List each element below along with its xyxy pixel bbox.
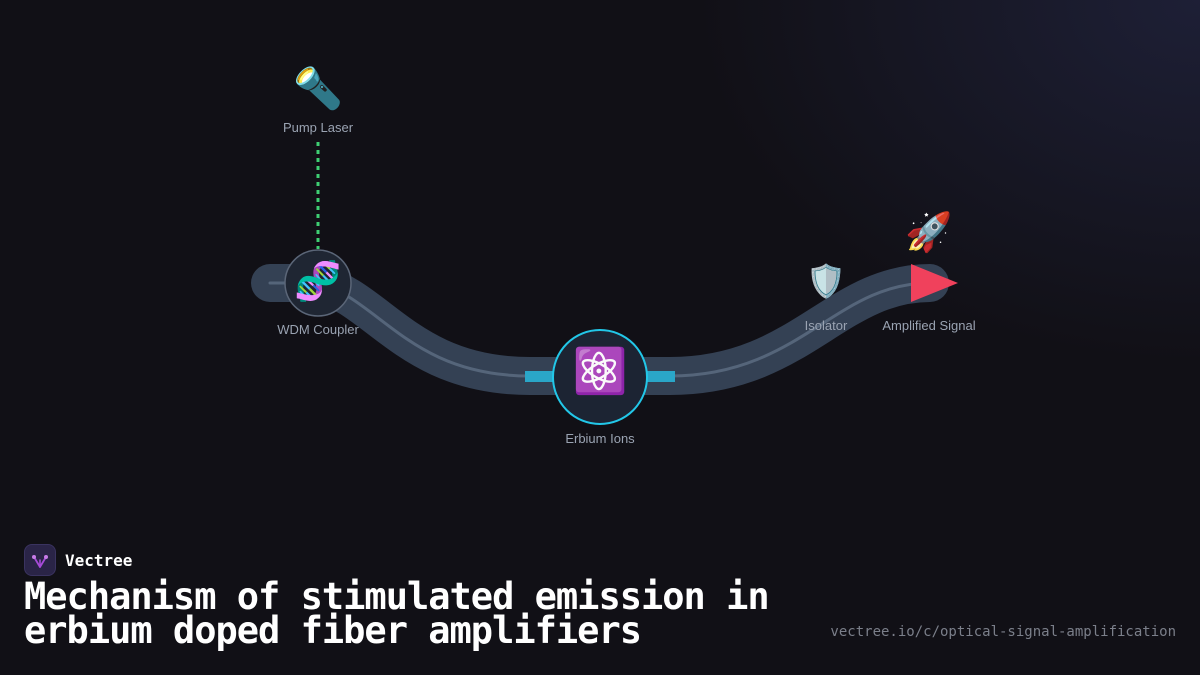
shield-icon: 🛡️	[806, 262, 846, 300]
signal-arrow-icon	[911, 264, 958, 302]
erbium-ions-label: Erbium Ions	[565, 431, 635, 446]
wdm-coupler-label: WDM Coupler	[277, 322, 359, 337]
atom-icon: ⚛️	[572, 346, 628, 397]
brand: Vectree	[24, 544, 132, 576]
vectree-logo-icon	[24, 544, 56, 576]
dna-icon: 🧬	[294, 259, 342, 303]
erbium-ions-node	[552, 329, 648, 425]
amplified-signal-label: Amplified Signal	[882, 318, 976, 333]
source-url: vectree.io/c/optical-signal-amplificatio…	[830, 624, 1176, 640]
flashlight-icon: 🔦	[293, 66, 343, 112]
rocket-icon: 🚀	[905, 210, 953, 254]
wdm-coupler-node	[284, 249, 352, 317]
isolator-label: Isolator	[804, 318, 848, 333]
brand-name: Vectree	[65, 550, 133, 570]
page-title: Mechanism of stimulated emission in erbi…	[24, 575, 770, 652]
pump-laser-label: Pump Laser	[282, 120, 354, 135]
